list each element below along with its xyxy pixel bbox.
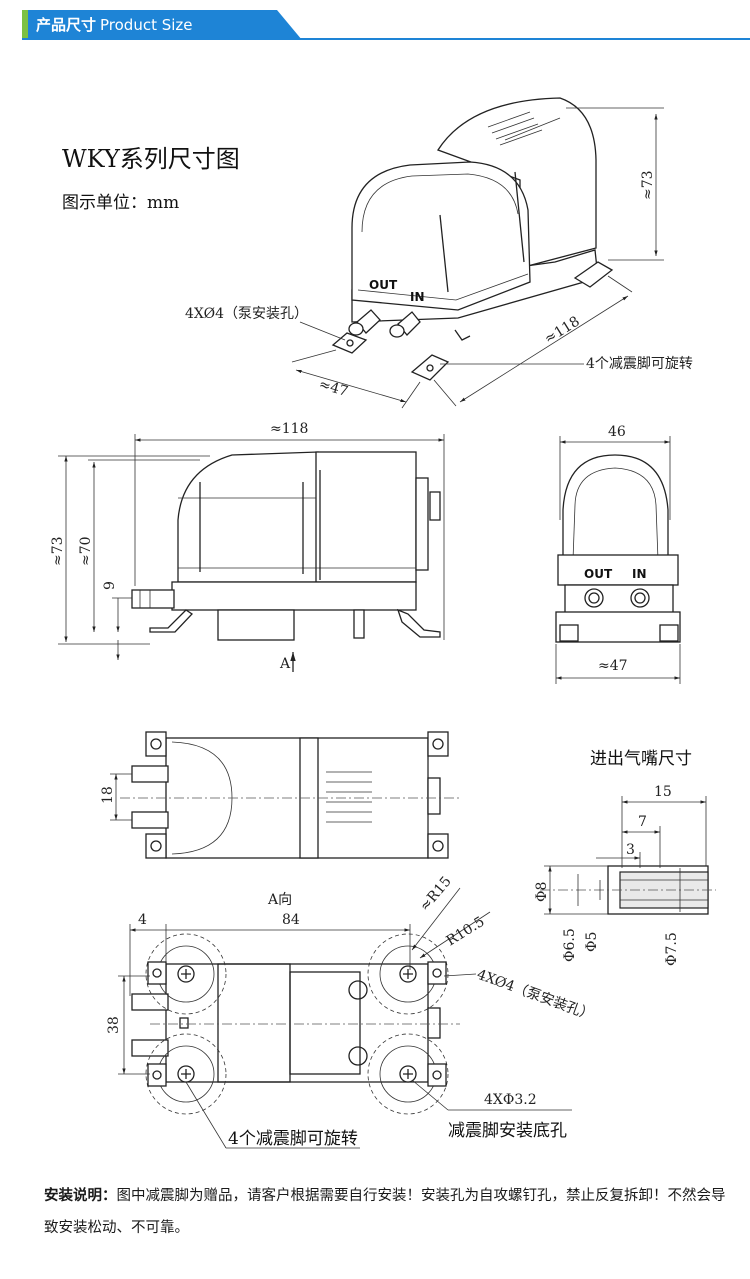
iso-view: OUT IN ≈47 ≈118 ≈73 4XØ4（泵安装孔） 4个减震脚可旋转 [185,97,693,409]
top-view: 18 [100,731,460,859]
header-title-cn: 产品尺寸 [36,16,97,34]
bottom-dim-4: 4 [138,912,147,928]
front-port-in-label: IN [632,567,647,581]
install-note-label: 安装说明： [44,1188,117,1204]
header-underline [22,38,750,40]
nozzle-dim-3: 3 [626,842,635,858]
nozzle-detail: 进出气嘴尺寸 15 7 3 Φ8 Φ6.5 Φ5 Φ7.5 [534,749,716,966]
nozzle-title: 进出气嘴尺寸 [590,749,692,769]
nozzle-dia-6-5: Φ6.5 [562,928,578,962]
side-dim-length: ≈118 [270,421,308,437]
install-note: 安装说明：图中减震脚为赠品，请客户根据需要自行安装！安装孔为自攻螺钉孔，禁止反复… [44,1180,734,1244]
bottom-holes-label: 4XØ4（泵安装孔） [475,967,596,1024]
screw-icon [177,965,417,1083]
front-dim-bottom: ≈47 [598,658,628,674]
header-bar [22,10,302,40]
top-dim-port-spacing: 18 [100,786,116,804]
iso-port-in-label: IN [410,290,425,304]
iso-port-out-label: OUT [369,278,398,292]
side-dim-port: 9 [102,581,118,590]
bottom-dim-r10-5: R10.5 [444,914,488,950]
bottom-dim-38: 38 [106,1016,122,1034]
side-dim-h-body: ≈70 [78,536,94,566]
front-view: OUT IN 46 ≈47 [555,424,681,684]
install-note-text: 图中减震脚为赠品，请客户根据需要自行安装！安装孔为自攻螺钉孔，禁止反复拆卸！不然… [44,1188,726,1236]
nozzle-dim-7: 7 [638,814,647,830]
side-view-arrow-label: A [279,656,291,672]
nozzle-dia-7-5: Φ7.5 [664,932,680,966]
side-view: ≈118 ≈73 ≈70 9 A [50,421,445,672]
iso-dim-width: ≈47 [317,376,350,400]
bottom-dim-84: 84 [282,912,300,928]
nozzle-dia-5: Φ5 [584,932,600,952]
drawing-title: WKY系列尺寸图 [62,145,240,173]
bottom-view: A向 [106,874,596,1149]
bottom-dim-r15: ≈R15 [417,874,455,915]
bottom-view-label: A向 [267,892,292,908]
iso-dim-length: ≈118 [542,313,583,347]
header-accent [22,10,28,40]
iso-feet-label: 4个减震脚可旋转 [586,356,693,372]
iso-holes-label: 4XØ4（泵安装孔） [185,306,308,322]
bottom-screw-label: 4XΦ3.2 [484,1092,537,1108]
front-dim-top: 46 [608,424,626,440]
unit-label: 图示单位：mm [62,193,179,213]
bottom-screw-desc: 减震脚安装底孔 [448,1121,567,1141]
header-title-en: Product Size [100,16,193,34]
nozzle-dia-8: Φ8 [534,882,550,902]
iso-dim-height: ≈73 [640,170,656,200]
front-port-out-label: OUT [584,567,613,581]
nozzle-dim-total: 15 [654,784,672,800]
bottom-feet-label: 4个减震脚可旋转 [228,1129,358,1149]
side-dim-h-total: ≈73 [50,536,66,566]
